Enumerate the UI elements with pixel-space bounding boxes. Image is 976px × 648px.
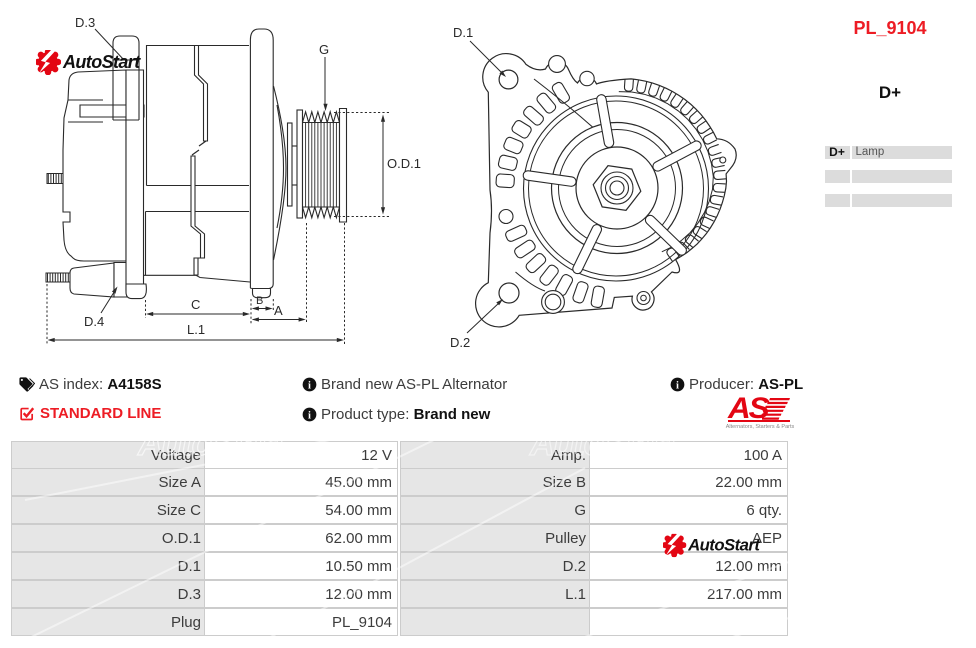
- svg-text:L.1: L.1: [187, 322, 205, 337]
- svg-text:D.4: D.4: [84, 314, 104, 329]
- svg-text:C: C: [191, 297, 200, 312]
- svg-text:O.D.1: O.D.1: [387, 156, 421, 171]
- svg-text:D.1: D.1: [453, 25, 473, 40]
- svg-text:D.2: D.2: [450, 335, 470, 350]
- svg-text:G: G: [319, 42, 329, 57]
- svg-text:i: i: [676, 381, 679, 392]
- svg-text:i: i: [308, 381, 311, 392]
- svg-text:i: i: [308, 411, 311, 422]
- svg-text:A: A: [274, 303, 283, 318]
- svg-text:D.3: D.3: [75, 15, 95, 30]
- svg-text:B: B: [256, 295, 263, 307]
